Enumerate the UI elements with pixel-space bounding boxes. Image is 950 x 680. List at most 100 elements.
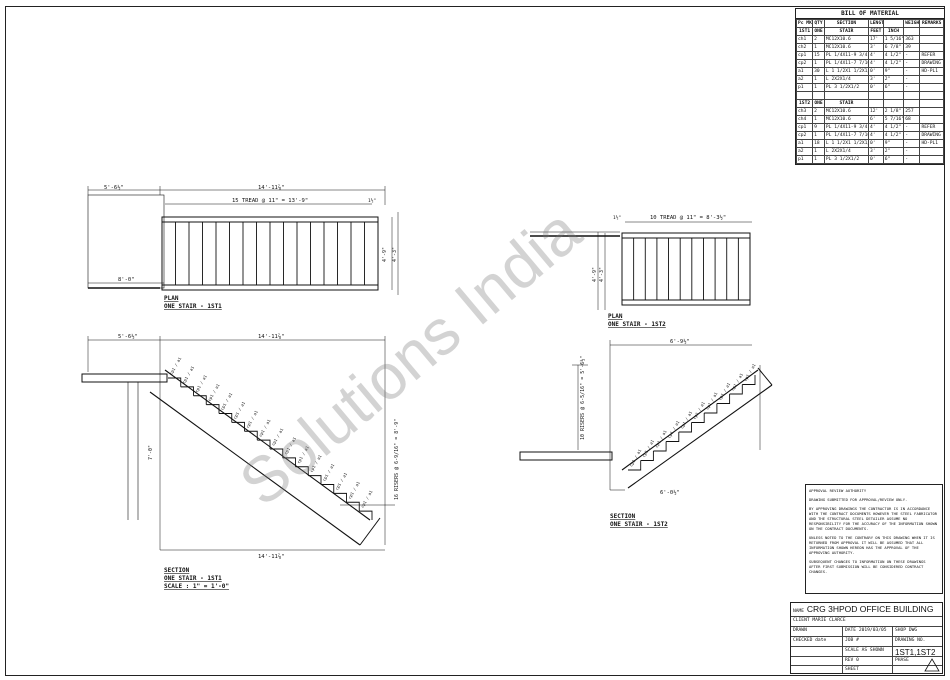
- stair-step: [666, 432, 680, 442]
- stair-step: [640, 451, 654, 461]
- drawing-number: 1ST1,1ST2: [895, 648, 936, 656]
- bom-cell: 2: [812, 35, 825, 44]
- step-label: cp1 / a1: [258, 418, 272, 438]
- client-label: CLIENT: [793, 618, 810, 623]
- stair-step: [704, 403, 718, 414]
- bom-cell: [919, 83, 944, 92]
- bom-cell: 1: [812, 155, 825, 164]
- step-label: cp1 / a1: [245, 409, 259, 429]
- bom-cell: [919, 147, 944, 156]
- bill-of-material: BILL OF MATERIAL Pc MKQTYSECTIONLENGTHWE…: [795, 8, 945, 165]
- bom-cell: 1: [812, 83, 825, 92]
- bom-cell: 2": [882, 147, 905, 156]
- client-name: MARIE CLARCE: [812, 618, 846, 623]
- step-label: cp1 / a1: [360, 489, 374, 509]
- bom-cell: a1: [795, 67, 814, 76]
- bom-table: Pc MKQTYSECTIONLENGTHWEIGHTREMARKS1ST1ON…: [795, 19, 944, 164]
- bom-cell: p1: [795, 83, 814, 92]
- bom-cell: 68: [903, 115, 921, 124]
- step-label: cp1 / a1: [321, 462, 335, 482]
- plan-1st1: [87, 186, 399, 295]
- bom-cell: a2: [795, 75, 814, 84]
- bom-cell: 6 7/8": [882, 43, 905, 52]
- bom-cell: [903, 91, 921, 100]
- step-label: cp1 / a1: [181, 365, 195, 385]
- rev-value: 0: [856, 658, 859, 663]
- bom-cell: 1: [812, 115, 825, 124]
- bom-cell: 0': [868, 67, 884, 76]
- project-label: NAME: [793, 609, 805, 614]
- plan1-title: PLAN: [164, 295, 179, 302]
- bom-cell: 0': [868, 83, 884, 92]
- bom-cell: REFER: [919, 51, 944, 60]
- step-label: cp1 / a1: [347, 480, 361, 500]
- plan2-dim-width: 4'-9": [592, 267, 598, 282]
- bom-cell: [812, 91, 825, 100]
- bom-cell: 3': [868, 75, 884, 84]
- bom-cell: 15: [812, 51, 825, 60]
- bom-title: BILL OF MATERIAL: [796, 9, 944, 19]
- section1-title: SECTION: [164, 567, 190, 574]
- bom-cell: 6": [882, 83, 905, 92]
- sheet-label: SHEET: [845, 667, 859, 672]
- bom-cell: -: [903, 155, 921, 164]
- plan2-subtitle: ONE STAIR - 1ST2: [608, 321, 666, 328]
- bom-cell: 363: [903, 35, 921, 44]
- stair-step: [346, 501, 360, 512]
- bom-cell: -: [903, 147, 921, 156]
- plan1-dim-width: 4'-9": [382, 247, 388, 262]
- bom-cell: [919, 35, 944, 44]
- bom-spacer-row: [795, 91, 944, 100]
- bom-cell: 4 1/2": [882, 123, 905, 132]
- stair-step: [729, 384, 743, 395]
- bom-cell: [882, 91, 905, 100]
- plan1-dim-small: 1½": [368, 197, 376, 204]
- bom-cell: 1ST2: [795, 99, 814, 108]
- bom-cell: -: [903, 131, 921, 140]
- step-label: cp1 / a1: [194, 374, 208, 394]
- stair-step: [270, 448, 284, 458]
- bom-cell: 0': [868, 155, 884, 164]
- bom-cell: REMARKS: [919, 19, 944, 28]
- bom-cell: -: [903, 67, 921, 76]
- bom-cell: 39: [903, 43, 921, 52]
- bom-header-row: Pc MKQTYSECTIONLENGTHWEIGHTREMARKS: [795, 19, 944, 28]
- section2-title: SECTION: [610, 513, 636, 520]
- plan1-dim-landing: 8'-0": [118, 277, 135, 283]
- stair-step: [716, 394, 731, 404]
- bom-cell: 2: [812, 107, 825, 116]
- bom-cell: MC12X10.6: [823, 107, 870, 116]
- step-label: cp1 / a1: [219, 391, 233, 411]
- bom-cell: PL 1/4X11-9 3/4": [823, 51, 870, 60]
- plan1-dim-treads: 15 TREAD @ 11" = 13'-9": [232, 198, 308, 204]
- plan1-dim-left: 5'-6½": [104, 184, 124, 191]
- bom-cell: 257: [903, 107, 921, 116]
- bom-cell: 4': [868, 51, 884, 60]
- project-name: CRG 3HPOD OFFICE BUILDING: [806, 604, 934, 614]
- step-label: cp1 / a1: [207, 382, 221, 402]
- bom-cell: [903, 27, 921, 36]
- stair-step: [678, 422, 692, 433]
- bom-cell: 1: [812, 43, 825, 52]
- bom-cell: -: [903, 83, 921, 92]
- revision-triangle-icon: [924, 658, 940, 672]
- bom-cell: 1: [812, 147, 825, 156]
- bom-cell: [919, 99, 944, 108]
- stair-step: [308, 475, 322, 485]
- note-paragraph: UNLESS NOTED TO THE CONTRARY ON THIS DRA…: [809, 535, 935, 555]
- section1-subtitle: ONE STAIR - 1ST1: [164, 575, 222, 582]
- plan1-dim-overall: 14'-11⅞": [258, 184, 285, 191]
- bom-cell: 0': [868, 139, 884, 148]
